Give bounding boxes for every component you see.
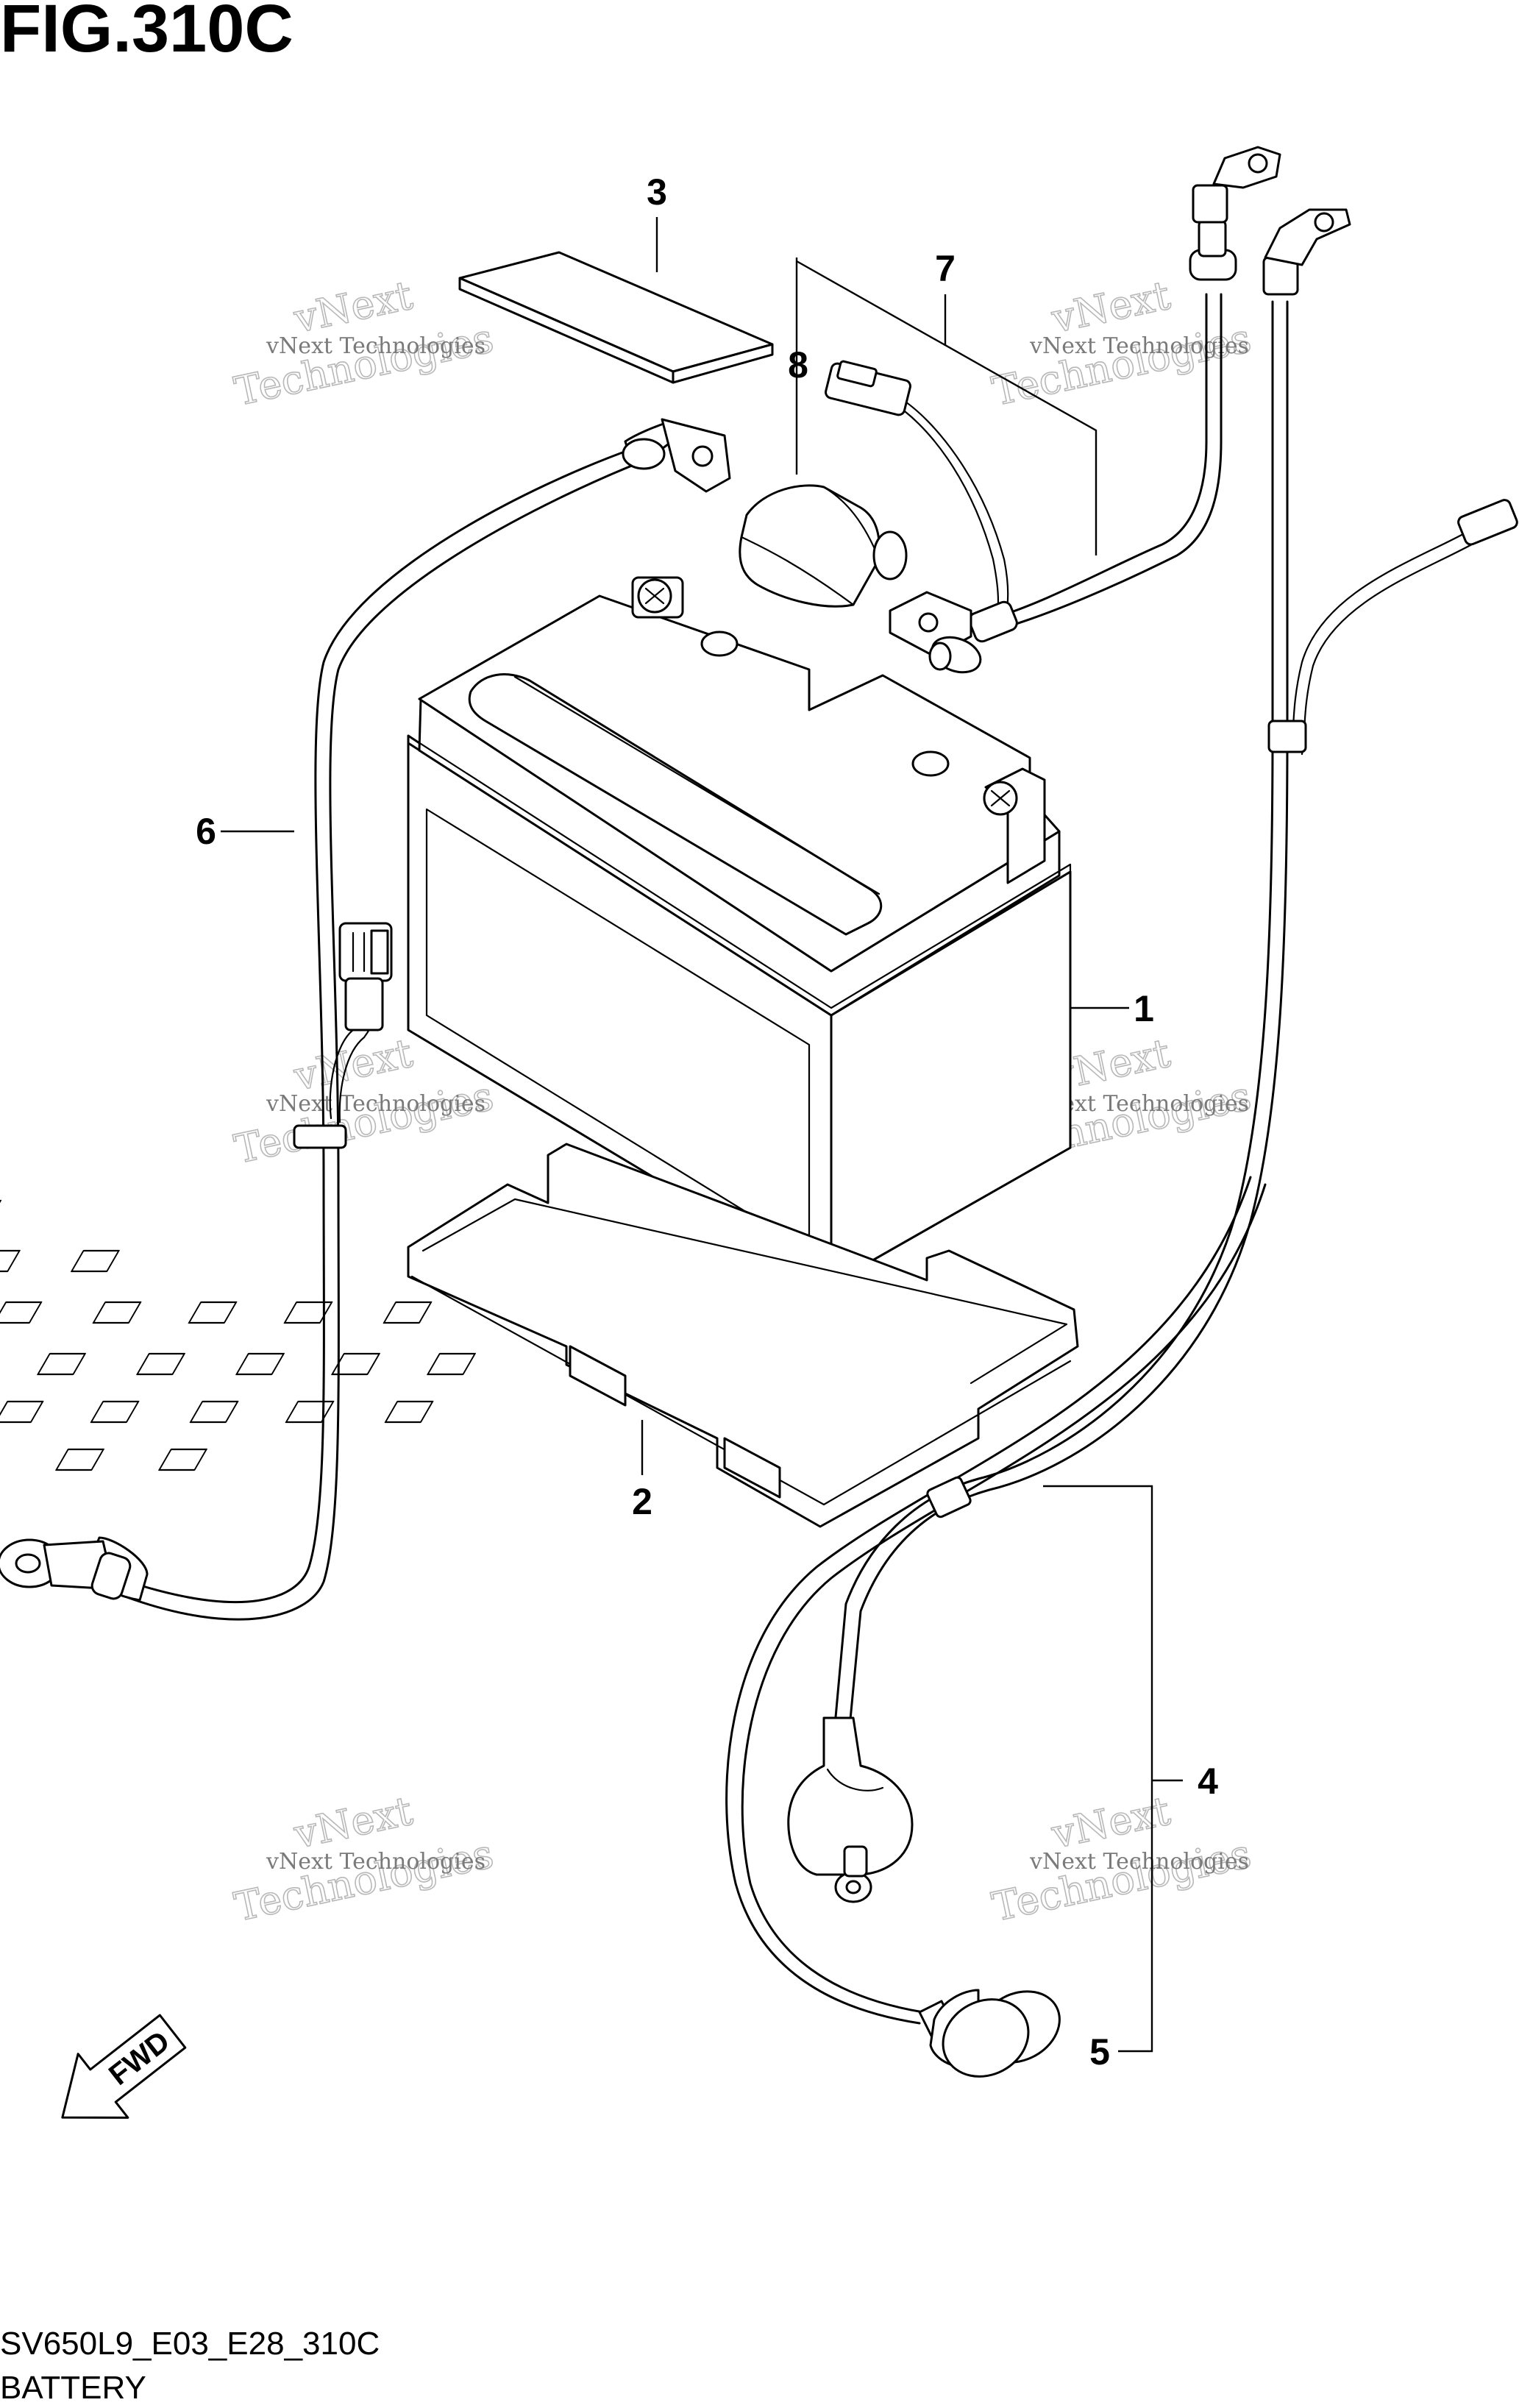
part-4-starter-cable	[725, 208, 1518, 2025]
fwd-arrow: FWD	[61, 2014, 187, 2119]
callout-3: 3	[647, 171, 667, 213]
watermark-2: vNext Technologies vNext Technologies	[988, 271, 1256, 416]
watermark-big-line1: vNext	[290, 1029, 417, 1100]
leader-lines	[221, 217, 1183, 2053]
watermark-6: vNext Technologies vNext Technologies	[988, 1787, 1256, 1931]
watermark-big-line1: vNext	[290, 271, 417, 342]
watermark-small: vNext Technologies	[266, 1091, 485, 1117]
callout-5: 5	[1089, 2031, 1110, 2073]
figure-name: BATTERY	[0, 2370, 146, 2406]
tray-slots	[0, 1199, 476, 1471]
part-5-terminal-cap	[918, 1989, 1061, 2078]
watermark-big-line1: vNext	[290, 1787, 417, 1858]
callout-8: 8	[788, 344, 808, 386]
part-8-terminal-cover	[739, 484, 908, 608]
watermark-big-line1: vNext	[1047, 271, 1175, 342]
figure-title: FIG.310C	[0, 0, 294, 66]
callout-7: 7	[935, 248, 956, 289]
watermark-small: vNext Technologies	[1029, 1849, 1249, 1875]
part-6-negative-cable	[0, 418, 731, 1621]
watermark-big-line1: vNext	[1047, 1787, 1175, 1858]
part-1-battery	[407, 576, 1072, 1285]
callout-4: 4	[1198, 1761, 1218, 1802]
figure-code: SV650L9_E03_E28_310C	[0, 2326, 380, 2362]
watermark-small: vNext Technologies	[1029, 333, 1249, 359]
callout-6: 6	[196, 811, 216, 852]
part-2-battery-tray	[0, 1143, 1079, 1528]
watermark-small: vNext Technologies	[266, 1849, 485, 1875]
part-3-battery-label-pad	[458, 251, 774, 384]
watermark-small: vNext Technologies	[266, 333, 485, 359]
watermark-big-line2: Technologies	[988, 315, 1255, 415]
watermark-5: vNext Technologies vNext Technologies	[230, 1787, 498, 1931]
watermark-1: vNext Technologies vNext Technologies	[230, 271, 498, 416]
watermark-big-line2: Technologies	[988, 1830, 1255, 1931]
watermark-big-line2: Technologies	[230, 315, 497, 415]
callout-2: 2	[632, 1481, 652, 1522]
callout-1: 1	[1134, 988, 1154, 1029]
watermark-big-line2: Technologies	[230, 1830, 497, 1931]
part-7-positive-cable	[825, 146, 1281, 674]
watermark-big-line2: Technologies	[230, 1073, 497, 1173]
